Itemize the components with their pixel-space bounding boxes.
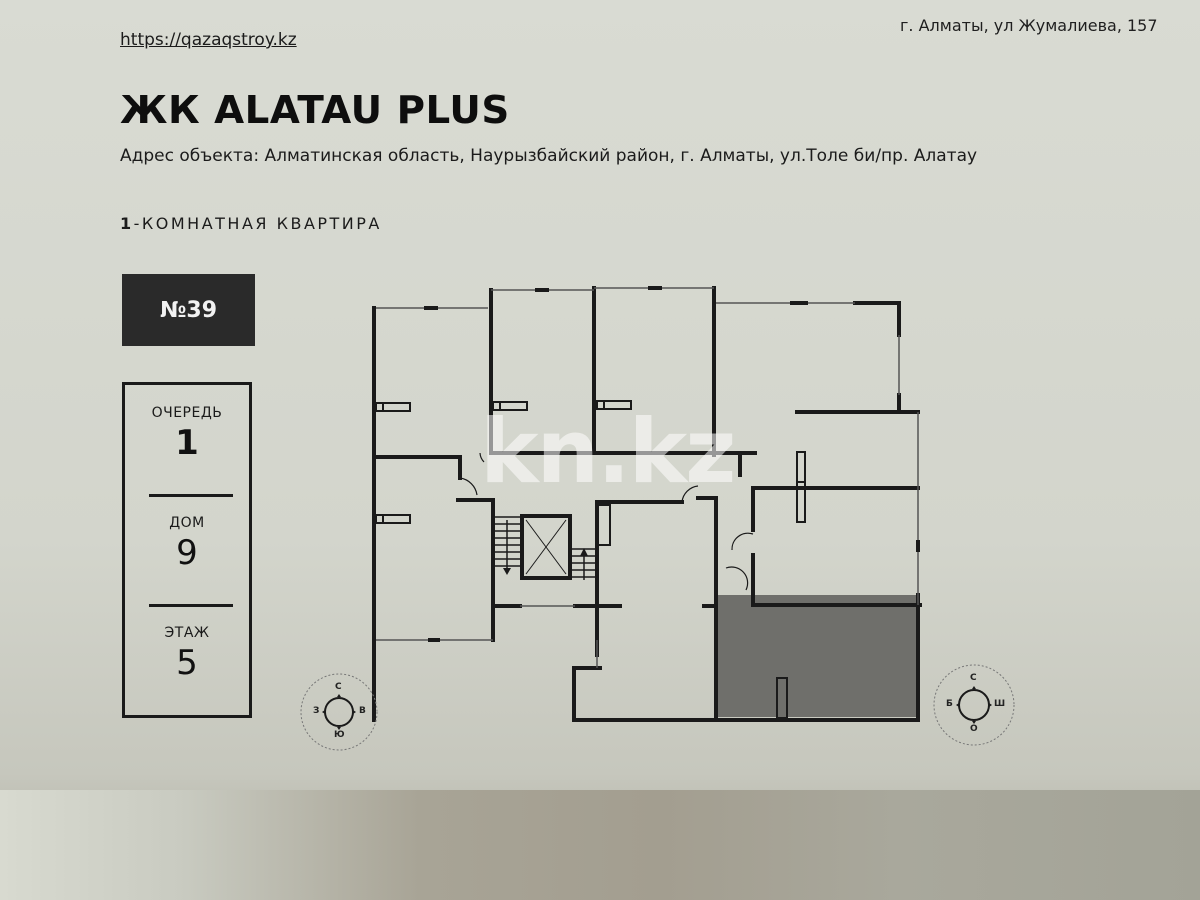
rooms-label: -КОМНАТНАЯ КВАРТИРА (133, 214, 382, 233)
rooms-count: 1 (120, 214, 134, 233)
compass-south-label: О (970, 724, 978, 734)
watermark: kn.kz (480, 400, 736, 503)
apartment-number-badge: №39 (122, 274, 255, 346)
divider (149, 604, 233, 607)
object-address: Адрес объекта: Алматинская область, Наур… (120, 146, 978, 166)
info-label: ОЧЕРЕДЬ (151, 405, 223, 421)
compass-north-label: С (335, 682, 342, 692)
compass-west-label: З (313, 706, 320, 716)
info-label: ДОМ (169, 515, 205, 531)
compass-icon (300, 673, 378, 751)
info-value: 5 (176, 643, 198, 683)
compass-east-label: Ш (994, 699, 1006, 709)
info-value: 1 (175, 423, 199, 463)
info-value: 9 (176, 533, 198, 573)
elevator (520, 514, 572, 580)
info-queue: ОЧЕРЕДЬ 1 (125, 405, 249, 462)
info-floor: ЭТАЖ 5 (125, 625, 249, 682)
compass-west-label: Б (946, 699, 953, 709)
highlighted-apartment (718, 595, 918, 717)
page-title: ЖК ALATAU PLUS (120, 88, 510, 132)
top-address: г. Алматы, ул Жумалиева, 157 (900, 16, 1158, 35)
info-house: ДОМ 9 (125, 515, 249, 572)
site-link[interactable]: https://qazaqstroy.kz (120, 30, 297, 50)
divider (149, 494, 233, 497)
compass-south-label: Ю (334, 730, 345, 740)
compass-north-label: С (970, 673, 977, 683)
compass-icon (933, 664, 1015, 746)
compass-right: С О Б Ш (928, 662, 1020, 748)
info-label: ЭТАЖ (164, 625, 210, 641)
apartment-type: 1-КОМНАТНАЯ КВАРТИРА (120, 214, 382, 233)
info-box: ОЧЕРЕДЬ 1 ДОМ 9 ЭТАЖ 5 (122, 382, 252, 718)
compass-left: С Ю З В (294, 672, 384, 752)
page-bottom-shadow (0, 790, 1200, 900)
compass-east-label: В (359, 706, 366, 716)
